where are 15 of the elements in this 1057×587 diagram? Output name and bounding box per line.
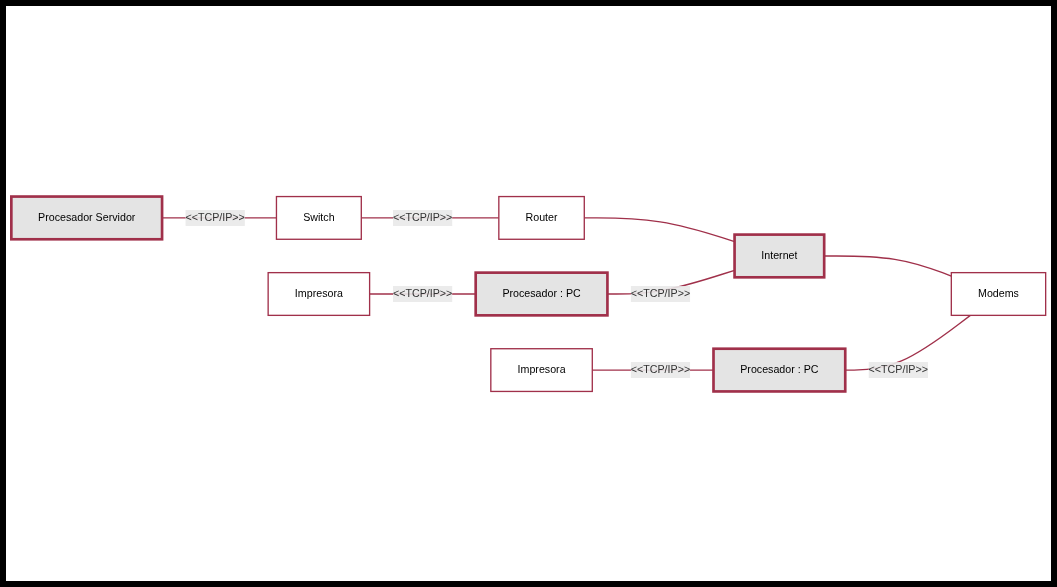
node-box: Impresora [267,271,371,316]
node-box: Procesador : PC [474,270,609,317]
node-box: Switch [275,195,362,240]
edge-label: <<TCP/IP>> [392,287,453,299]
node-box: Internet [733,232,826,279]
edge-label: <<TCP/IP>> [630,287,691,299]
node-box: Modems [950,271,1047,316]
edge-label: <<TCP/IP>> [185,211,245,223]
node-box: Procesador Servidor [10,194,164,241]
node-box: Procesador : PC [712,346,847,393]
node-box: Impresora [490,347,593,392]
edge-label: <<TCP/IP>> [630,363,691,375]
edge-label: <<TCP/IP>> [868,363,928,375]
edge-label: <<TCP/IP>> [392,211,453,223]
node-box: Router [498,195,585,240]
